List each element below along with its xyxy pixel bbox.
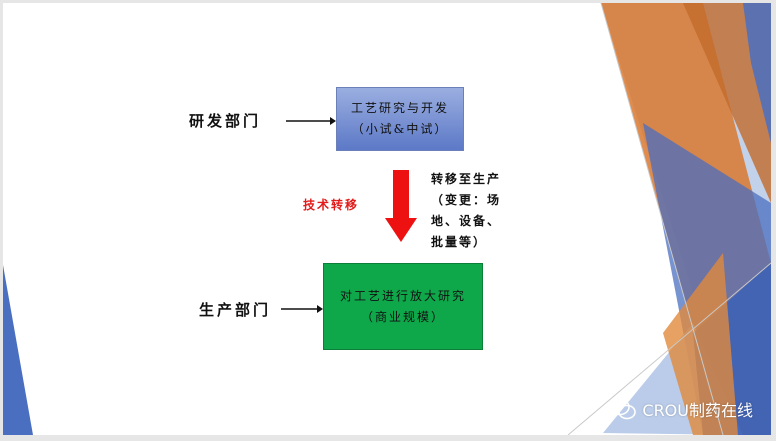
production-arrow bbox=[281, 305, 323, 313]
transfer-note-line2: （变更：场 bbox=[431, 193, 502, 207]
slide: 研发部门 工艺研究与开发 （小试&中试） 技术转移 转移至生产 （变更：场 地、… bbox=[3, 3, 771, 435]
scaleup-box-subtitle: （商业规模） bbox=[360, 309, 445, 324]
transfer-note-line1: 转移至生产 bbox=[431, 172, 502, 186]
transfer-note-line3: 地、设备、 bbox=[431, 214, 502, 228]
process-box-subtitle: （小试&中试） bbox=[351, 122, 449, 136]
wechat-icon bbox=[610, 398, 637, 420]
scaleup-study-box: 对工艺进行放大研究 （商业规模） bbox=[323, 263, 483, 350]
scaleup-box-title: 对工艺进行放大研究 bbox=[339, 288, 466, 303]
watermark-text: CROU制药在线 bbox=[642, 401, 753, 420]
transfer-note-line4: 批量等） bbox=[431, 235, 488, 249]
process-box-title: 工艺研究与开发 bbox=[350, 101, 449, 115]
process-development-box: 工艺研究与开发 （小试&中试） bbox=[336, 87, 464, 151]
decorative-shapes bbox=[3, 3, 771, 435]
down-arrow bbox=[385, 170, 417, 242]
watermark: CROU制药在线 bbox=[610, 397, 753, 421]
production-department-label: 生产部门 bbox=[199, 301, 272, 319]
rd-department-label: 研发部门 bbox=[189, 112, 262, 130]
transfer-note: 转移至生产 （变更：场 地、设备、 批量等） bbox=[431, 169, 501, 253]
tech-transfer-label: 技术转移 bbox=[303, 198, 360, 212]
rd-arrow bbox=[286, 117, 336, 125]
